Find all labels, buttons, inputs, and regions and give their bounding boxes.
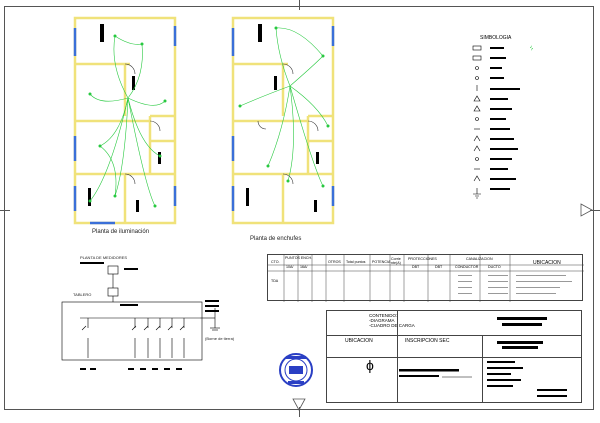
lighting-floor-plan [73, 16, 177, 225]
col-proteccion-a: DBT [412, 265, 420, 269]
divider [327, 335, 581, 336]
legend-symbols [472, 45, 533, 199]
content-line: CONTENIDO: [369, 313, 398, 318]
col-conductor: CONDUCTOR [455, 265, 479, 269]
load-table: CTO. PUNTOS ENCH. 10A/ 16A/ OTROS Total … [267, 254, 584, 302]
row-label: TDA [271, 279, 279, 283]
lighting-plan-label: Planta de iluminación [92, 229, 150, 235]
divider [397, 311, 398, 402]
col-potencia: POTENCIA [372, 260, 391, 264]
schematic-header: PLANTA DE MEDIDORES [80, 255, 128, 260]
frame-tick [299, 0, 300, 10]
col-enchufes-16: 16A/ [300, 265, 308, 269]
legend-title: SIMBOLOGIA [480, 35, 512, 41]
col-proteccion-b: DBT [435, 265, 443, 269]
inscripcion-label: INSCRIPCION SEC [405, 338, 450, 344]
col-ubicacion: UBICACION [533, 260, 561, 266]
col-corriente: Corrie nte(A) [391, 257, 401, 265]
col-enchufes: PUNTOS ENCH. [285, 256, 313, 260]
single-line-diagram [61, 262, 220, 370]
title-block: CONTENIDO: -DIAGRAMA -CUADRO DE CARGA UB… [326, 310, 582, 403]
section-marker-icon [580, 203, 593, 217]
col-otros: OTROS [328, 260, 341, 264]
frame-tick [590, 210, 600, 211]
outlets-floor-plan [231, 16, 335, 225]
north-arrow-icon: ϕ [366, 357, 374, 373]
schematic-neutral-label: (Borne de tierra) [205, 336, 235, 341]
frame-tick [0, 210, 10, 211]
col-canalizacion: CANALIZACION [466, 257, 493, 261]
schematic-section-label: TABLERO [73, 292, 92, 297]
col-ctos: CTO. [271, 260, 280, 264]
divider [482, 335, 483, 402]
divider [327, 357, 581, 358]
section-marker-icon [292, 398, 306, 411]
content-line: -CUADRO DE CARGA [369, 323, 415, 328]
col-ducto: DUCTO [488, 265, 501, 269]
col-total: Total puntos [346, 260, 366, 264]
ubicacion-label: UBICACION [345, 338, 373, 344]
outlets-plan-label: Planta de enchufes [250, 236, 302, 242]
col-enchufes-10: 10A/ [286, 265, 294, 269]
load-table-grid [268, 255, 584, 302]
title-block-marks [399, 317, 567, 397]
frame-tick [299, 407, 300, 417]
seal-stamp-icon [279, 353, 313, 387]
content-line: -DIAGRAMA [369, 318, 395, 323]
col-protecciones: PROTECCIONES [408, 257, 437, 261]
